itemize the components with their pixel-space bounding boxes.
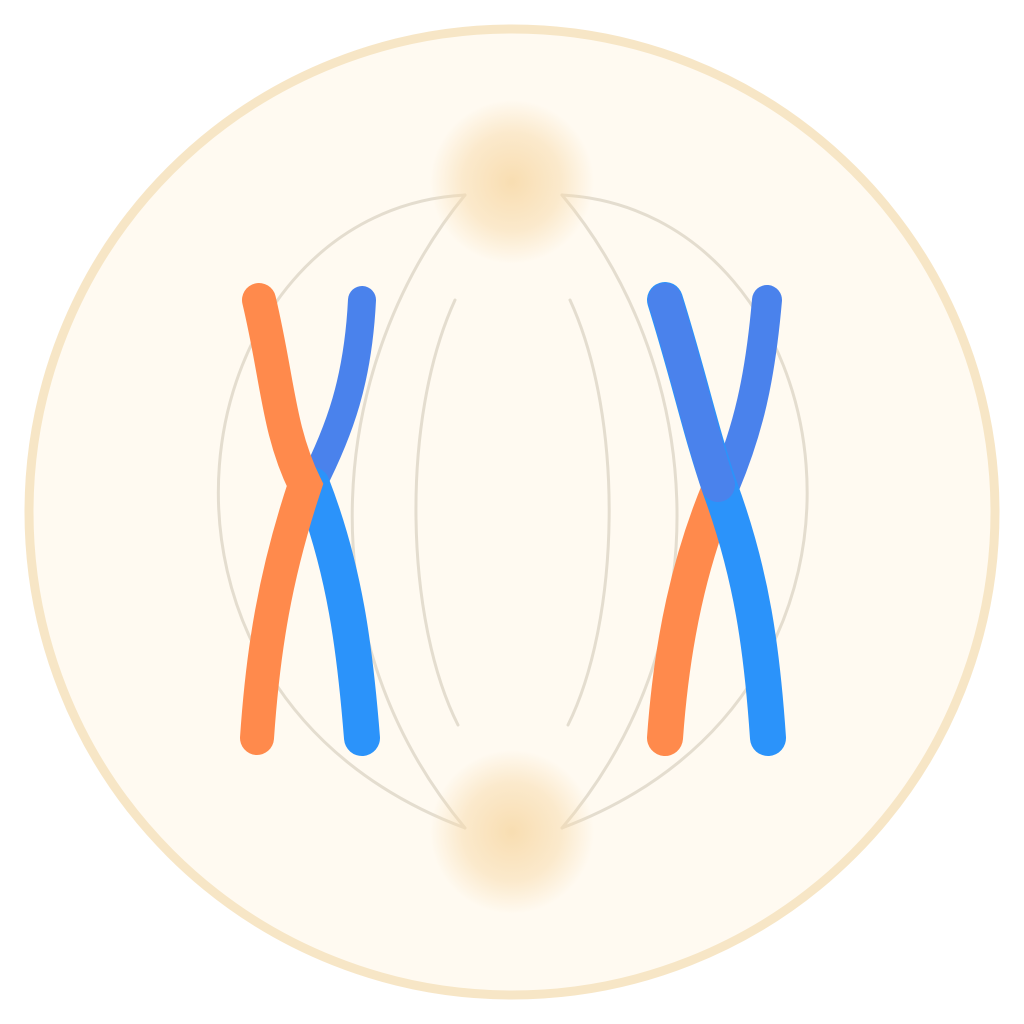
chromatid-left-blue-upper [298, 286, 376, 499]
spindle-fiber-mid-right [560, 193, 679, 830]
spindle-fiber-inner-right [566, 298, 611, 727]
spindle-apparatus [216, 193, 809, 830]
spindle-pole-bottom [430, 750, 594, 914]
spindle-fiber-inner-left [414, 298, 460, 727]
spindle-fiber-outer-left [216, 193, 467, 830]
cell-membrane [24, 24, 1000, 1000]
chromatid-right-blue-cap [648, 283, 735, 502]
spindle-pole-top [430, 100, 594, 264]
chromosome-left [240, 283, 380, 756]
chromatid-right-orange-lower [647, 470, 738, 756]
spindle-fiber-mid-left [350, 193, 467, 830]
chromosome-right [647, 282, 786, 756]
chromatid-right-blue-upper [710, 285, 782, 500]
chromatid-left-blue-lower [294, 467, 380, 756]
chromatid-left-orange [240, 283, 324, 755]
spindle-fiber-outer-right [560, 193, 809, 830]
